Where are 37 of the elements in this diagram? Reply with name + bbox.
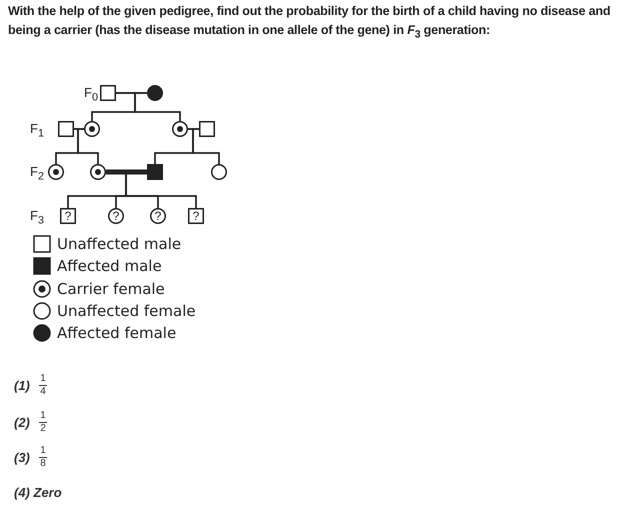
consanguineous-double-line — [106, 170, 147, 174]
unaffected-male-square — [100, 85, 116, 101]
generation-label: F$_{1}$ — [30, 121, 44, 140]
legend-label: Unaffected male — [57, 235, 182, 253]
option-number: (3) — [14, 450, 30, 465]
generation-label: F$_{2}$ — [30, 164, 44, 183]
legend-label: Affected female — [57, 324, 176, 342]
option-number: (2) — [14, 415, 30, 430]
unaffected-female-circle — [211, 164, 227, 180]
affected-male-square — [147, 164, 163, 180]
female-circle-with-question-mark: ? — [150, 208, 166, 224]
legend-label: Unaffected female — [57, 302, 196, 320]
legend-label: Carrier female — [57, 280, 165, 298]
fraction-numerator: 1 — [39, 411, 47, 421]
male-square-with-question-mark: ? — [188, 208, 204, 224]
unaffected-male-square — [199, 121, 215, 137]
answer-option: (4) Zero — [14, 485, 62, 500]
generation-label: F$_{0}$ — [84, 85, 98, 104]
fraction-numerator: 1 — [39, 446, 47, 456]
fraction-denominator: 4 — [39, 387, 47, 397]
fraction-denominator: 2 — [39, 424, 47, 434]
affected-female-circle — [147, 85, 163, 101]
question-text: With the help of the given pedigree, find out the probability for the birth of a child having no disease and being a carrier (has the disease mutation in one allele of the gene) in F$_{3}$ generation: — [8, 3, 612, 43]
unaffected-male-square — [58, 121, 74, 137]
pedigree-line — [125, 171, 197, 208]
carrier-female-circle — [90, 164, 106, 180]
generation-label: F$_{3}$ — [30, 208, 44, 227]
carrier-female-circle — [48, 164, 64, 180]
legend-label: Affected male — [57, 257, 162, 276]
male-square-with-question-mark: ? — [60, 208, 76, 224]
carrier-female-circle — [84, 121, 100, 137]
fraction-numerator: 1 — [39, 374, 47, 384]
female-circle-with-question-mark: ? — [108, 208, 124, 224]
fraction-denominator: 8 — [39, 459, 47, 469]
option-number: (1) — [14, 378, 30, 393]
carrier-female-circle — [172, 121, 188, 137]
pedigree-line — [134, 92, 181, 121]
